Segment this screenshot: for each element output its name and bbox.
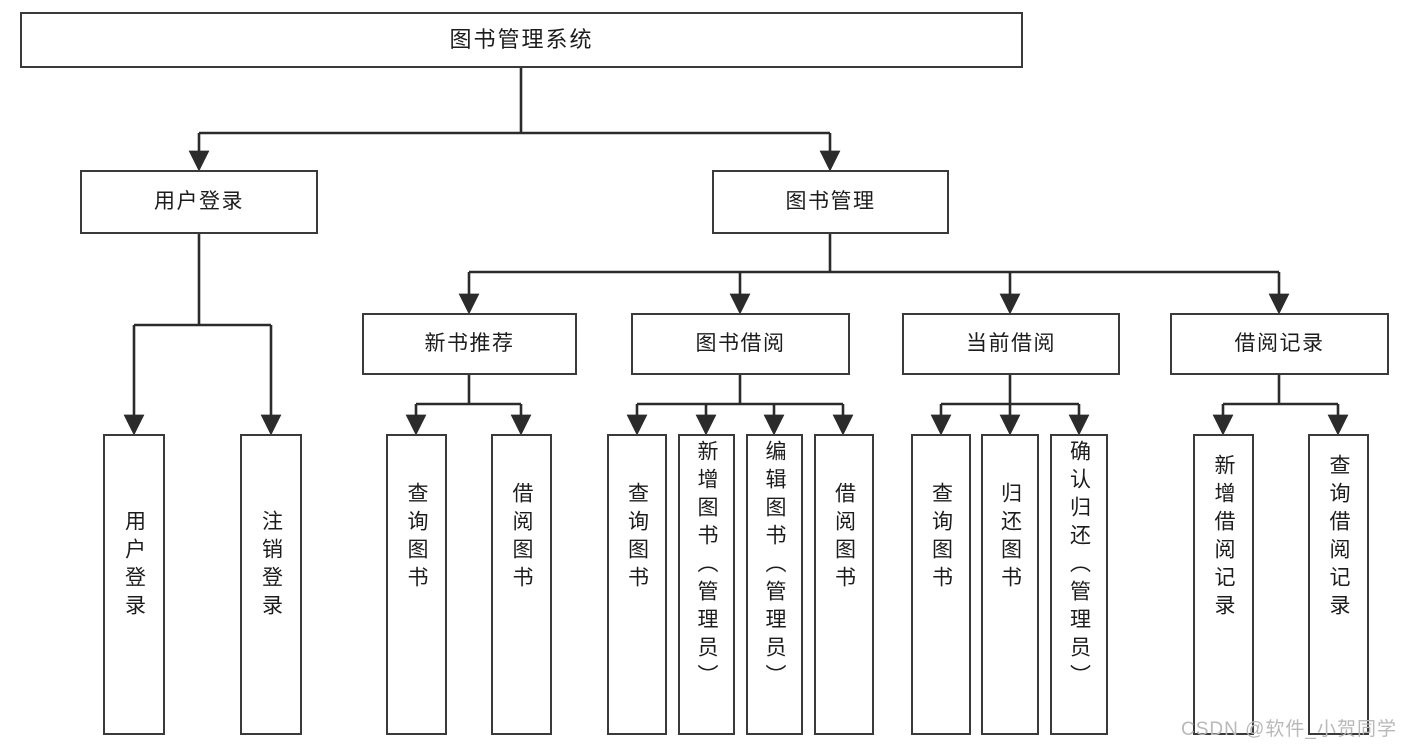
node-label: 用户登录	[122, 510, 146, 622]
node-borrow-record[interactable]: 借阅记录	[1170, 313, 1389, 375]
node-leaf-borrow-book-new[interactable]: 借阅图书	[491, 434, 552, 735]
node-leaf-add-record[interactable]: 新增借阅记录	[1193, 434, 1254, 735]
node-label: 查询图书	[405, 482, 428, 594]
node-user-login[interactable]: 用户登录	[80, 170, 318, 234]
node-leaf-query-book-current[interactable]: 查询图书	[911, 434, 971, 735]
node-leaf-confirm-return[interactable]: 确认归还（管理员）	[1050, 434, 1108, 735]
node-label: 注销登录	[259, 510, 283, 622]
node-label: 新书推荐	[424, 331, 515, 355]
node-label: 用户登录	[154, 189, 244, 213]
node-label: 借阅图书	[832, 482, 856, 594]
node-label: 新增图书（管理员）	[695, 440, 718, 692]
node-leaf-user-logout[interactable]: 注销登录	[240, 434, 302, 735]
node-new-book-recommend[interactable]: 新书推荐	[362, 313, 577, 375]
node-label: 查询图书	[929, 482, 953, 594]
node-book-manage[interactable]: 图书管理	[712, 170, 949, 234]
node-label: 图书管理	[785, 189, 876, 213]
node-label: 查询借阅记录	[1327, 454, 1350, 622]
node-system-root[interactable]: 图书管理系统	[20, 12, 1023, 68]
node-label: 图书管理系统	[449, 27, 594, 53]
node-label: 借阅图书	[510, 482, 533, 594]
node-label: 借阅记录	[1234, 331, 1325, 355]
node-leaf-add-book[interactable]: 新增图书（管理员）	[678, 434, 735, 735]
node-leaf-query-book-borrow[interactable]: 查询图书	[607, 434, 667, 735]
node-leaf-borrow-book-borrow[interactable]: 借阅图书	[814, 434, 874, 735]
node-book-borrow[interactable]: 图书借阅	[631, 313, 850, 375]
node-current-borrow[interactable]: 当前借阅	[902, 313, 1120, 375]
node-label: 当前借阅	[966, 331, 1056, 355]
node-leaf-return-book[interactable]: 归还图书	[981, 434, 1039, 735]
node-leaf-query-record[interactable]: 查询借阅记录	[1308, 434, 1369, 735]
node-label: 图书借阅	[695, 331, 786, 355]
node-leaf-user-login[interactable]: 用户登录	[103, 434, 165, 735]
node-label: 归还图书	[998, 482, 1022, 594]
node-label: 确认归还（管理员）	[1067, 440, 1091, 692]
node-leaf-query-book-new[interactable]: 查询图书	[386, 434, 447, 735]
node-leaf-edit-book[interactable]: 编辑图书（管理员）	[746, 434, 803, 735]
node-label: 查询图书	[625, 482, 649, 594]
node-label: 编辑图书（管理员）	[763, 440, 786, 692]
node-label: 新增借阅记录	[1212, 454, 1235, 622]
